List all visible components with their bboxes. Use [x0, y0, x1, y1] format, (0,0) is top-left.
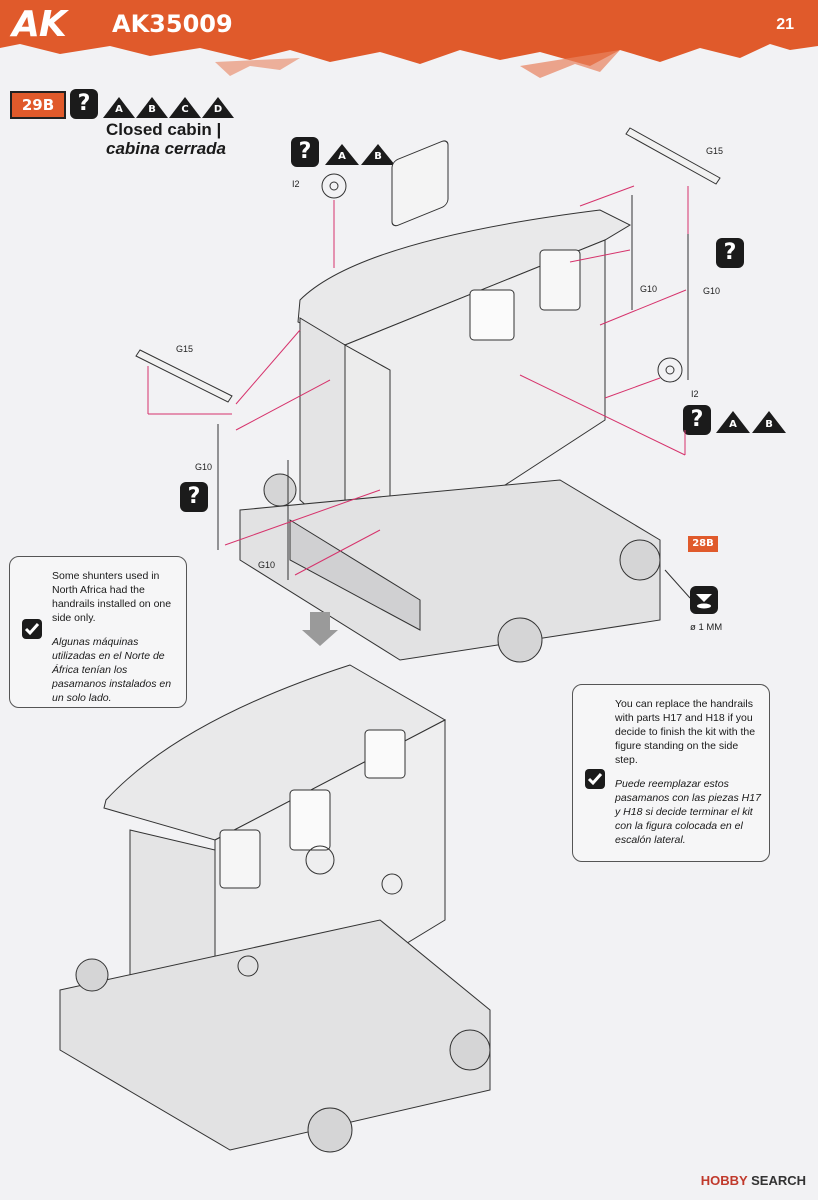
part-label-g10-b: G10: [703, 286, 721, 296]
option-letter-right-b: B: [765, 419, 773, 430]
option-triangle-b: [136, 97, 168, 118]
option-triangle-right-a: [716, 411, 750, 433]
step-label: 29B: [10, 91, 66, 119]
drill-icon: [690, 586, 718, 614]
question-icon-right: ?: [716, 238, 744, 268]
drill-size-label: ø 1 MM: [690, 622, 723, 633]
page-number: 21: [776, 16, 794, 33]
option-triangle-top-a: [325, 144, 359, 165]
option-letter-a: A: [115, 104, 123, 115]
note-left-spanish: Algunas máquinas utilizadas en el Norte …: [52, 636, 172, 704]
part-label-g10-bottom: G10: [258, 560, 276, 570]
question-icon-left: ?: [180, 482, 208, 512]
part-label-g10-a: G10: [640, 284, 658, 294]
option-triangle-a: [103, 97, 135, 118]
step-title-spanish: cabina cerrada: [106, 139, 227, 158]
option-letter-b: B: [148, 104, 156, 115]
product-code: AK35009: [112, 10, 233, 38]
question-icon-right-lower: ?: [683, 405, 711, 435]
part-label-i2-top: I2: [292, 179, 300, 189]
option-letter-top-a: A: [338, 151, 346, 162]
option-letter-c: C: [181, 104, 189, 115]
option-triangle-top-b: [361, 144, 395, 165]
step-title-english: Closed cabin |: [106, 120, 222, 139]
note-left: Some shunters used in North Africa had t…: [9, 556, 187, 708]
check-icon: [22, 619, 42, 639]
question-icon-top: ?: [291, 137, 319, 167]
part-label-i2-right: I2: [691, 389, 699, 399]
watermark-part2: SEARCH: [747, 1173, 806, 1188]
option-triangle-c: [169, 97, 201, 118]
note-left-english: Some shunters used in North Africa had t…: [52, 570, 172, 624]
check-icon: [585, 769, 605, 789]
option-letter-right-a: A: [729, 419, 737, 430]
note-right: You can replace the handrails with parts…: [572, 684, 770, 862]
watermark-part1: HOBBY: [700, 1173, 748, 1188]
option-triangle-right-b: [752, 411, 786, 433]
watermark: HOBBY SEARCH: [701, 1173, 806, 1188]
option-triangle-d: [202, 97, 234, 118]
part-label-g10-left: G10: [195, 462, 213, 472]
option-letter-top-b: B: [374, 151, 382, 162]
part-label-g15-top: G15: [706, 146, 724, 156]
step-reference: 28B: [688, 536, 718, 552]
option-letter-d: D: [213, 104, 223, 115]
note-right-english: You can replace the handrails with parts…: [615, 698, 756, 766]
part-label-g15-left: G15: [176, 344, 194, 354]
note-right-spanish: Puede reemplazar estos pasamanos con las…: [615, 778, 761, 846]
question-icon: ?: [70, 89, 98, 119]
brand-logo: AK: [12, 4, 67, 45]
header-band: [0, 0, 818, 78]
